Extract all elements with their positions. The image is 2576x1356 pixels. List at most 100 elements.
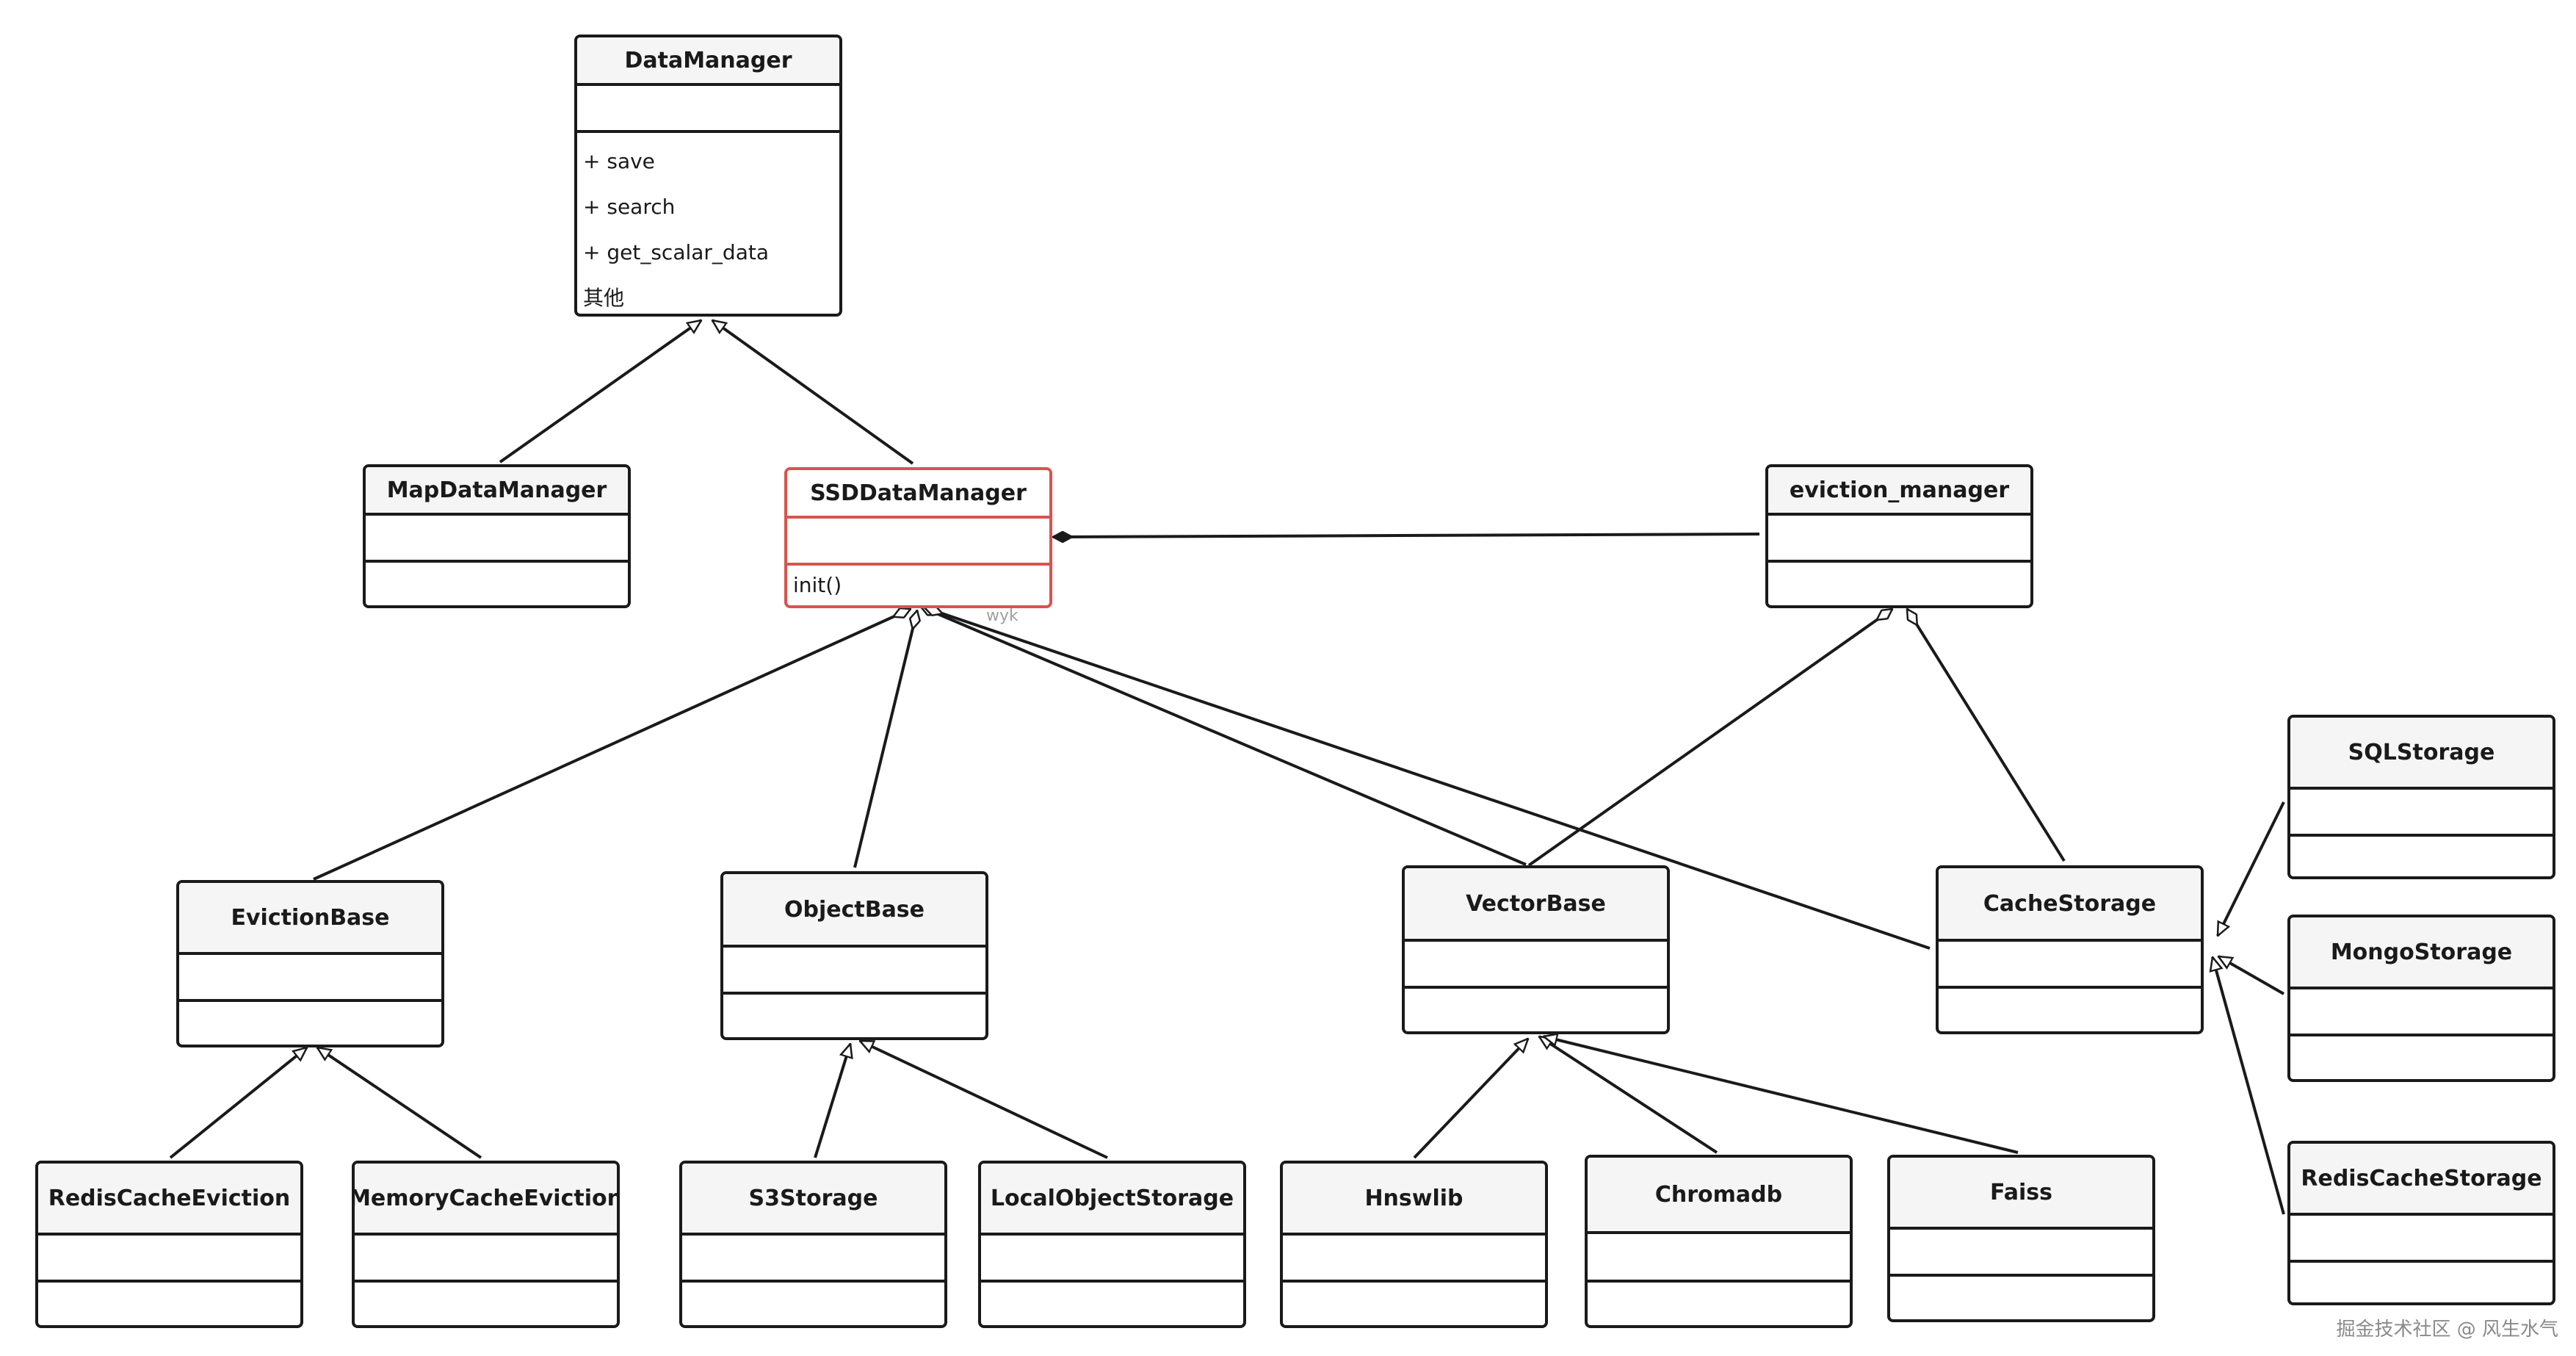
class-evictionmanager[interactable]: eviction_manager [1765,464,2033,608]
operation-get-scalar-data: + get_scalar_data [583,240,769,264]
class-name: MemoryCacheEviction [355,1164,617,1236]
attributes-section [1405,942,1667,989]
class-name: Faiss [1890,1158,2152,1230]
edge-cachestorage-ssddatamanager [925,607,1931,950]
operations-section [1588,1283,1850,1325]
edge-vectorbase-evictionmanager [1527,607,1892,867]
class-memorycacheeviction[interactable]: MemoryCacheEviction [352,1161,620,1328]
edge-evictionbase-ssddatamanager [313,609,911,881]
class-mapdatamanager[interactable]: MapDataManager [363,464,631,608]
operations-section [366,563,628,605]
attributes-section [682,1236,944,1283]
edge-mongostorage-cachestorage [2218,955,2284,995]
attributes-section [355,1236,617,1283]
operations-section [355,1283,617,1325]
edge-localobjectstorage-objectbase [860,1039,1108,1159]
operation-other: 其他 [583,286,625,310]
edge-mapdatamanager-datamanager [499,320,701,464]
operations-section [723,995,985,1037]
edge-faiss-vectorbase [1544,1036,2019,1154]
operations-section [682,1283,944,1325]
attributes-section [723,948,985,995]
edge-hnswlib-vectorbase [1413,1039,1528,1159]
operations-section [981,1283,1243,1325]
operations-section [1405,989,1667,1031]
class-name: EvictionBase [179,883,441,955]
class-ssddatamanager[interactable]: SSDDataManager init() [784,467,1052,608]
class-name: VectorBase [1405,868,1667,942]
class-name: Chromadb [1588,1158,1850,1234]
class-name: LocalObjectStorage [981,1164,1243,1236]
annotation-text: wyk [986,607,1019,625]
edge-rediscacheeviction-evictionbase [169,1047,307,1159]
operations-section: init() [787,566,1049,605]
attributes-section [38,1236,300,1283]
watermark-text: 掘金技术社区 @ 风生水气 [2336,1319,2558,1341]
operations-section [1768,563,2030,605]
operations-section [1890,1277,2152,1319]
class-mongostorage[interactable]: MongoStorage [2287,915,2555,1082]
class-datamanager[interactable]: DataManager + save + search + get_scalar… [574,35,842,317]
edge-ssddatamanager-datamanager [712,320,914,465]
class-name: ObjectBase [723,874,985,948]
operations-section [2290,1036,2553,1079]
class-name: RedisCacheStorage [2290,1144,2553,1216]
class-name: SSDDataManager [787,470,1049,519]
class-name: MongoStorage [2290,917,2553,989]
class-vectorbase[interactable]: VectorBase [1402,865,1670,1034]
class-s3storage[interactable]: S3Storage [679,1161,947,1328]
class-name: Hnswlib [1283,1164,1545,1236]
class-rediscachestorage[interactable]: RedisCacheStorage [2287,1141,2555,1305]
operations-section [179,1002,441,1045]
class-evictionbase[interactable]: EvictionBase [176,880,444,1047]
class-name: S3Storage [682,1164,944,1236]
class-cachestorage[interactable]: CacheStorage [1936,865,2204,1034]
class-name: RedisCacheEviction [38,1164,300,1236]
edge-chromadb-vectorbase [1539,1036,1718,1154]
edge-memorycacheeviction-evictionbase [317,1047,482,1159]
edge-vectorbase-ssddatamanager [921,607,1527,866]
attributes-section [1939,942,2201,989]
operation-save: + save [583,149,655,173]
attributes-section [366,516,628,563]
class-name: SQLStorage [2290,718,2553,790]
class-rediscacheeviction[interactable]: RedisCacheEviction [35,1161,303,1328]
attributes-section [787,519,1049,566]
edge-objectbase-ssddatamanager [853,610,917,868]
class-name: MapDataManager [366,467,628,516]
edge-cachestorage-evictionmanager [1906,609,2066,862]
operations-section: + save + search + get_scalar_data 其他 [577,133,839,314]
class-hnswlib[interactable]: Hnswlib [1280,1161,1548,1328]
attributes-section [981,1236,1243,1283]
class-sqlstorage[interactable]: SQLStorage [2287,715,2555,879]
edge-rediscachestorage-cachestorage [2213,957,2285,1215]
attributes-section [2290,989,2553,1036]
edge-s3storage-objectbase [814,1044,850,1158]
operation-search: + search [583,195,676,219]
attributes-section [1890,1230,2152,1277]
operation-init: init() [793,573,842,597]
operations-section [1939,989,2201,1031]
class-name: CacheStorage [1939,868,2201,942]
class-objectbase[interactable]: ObjectBase [720,871,988,1040]
operations-section [38,1283,300,1325]
class-localobjectstorage[interactable]: LocalObjectStorage [978,1161,1246,1328]
class-name: DataManager [577,37,839,86]
edge-sqlstorage-cachestorage [2216,801,2285,936]
class-chromadb[interactable]: Chromadb [1585,1155,1853,1328]
attributes-section [179,955,441,1002]
attributes-section [2290,1216,2553,1263]
attributes-section [577,86,839,133]
operations-section [2290,837,2553,876]
attributes-section [2290,790,2553,837]
operations-section [1283,1283,1545,1325]
edge-evictionmanager-ssddatamanager [1053,534,1760,537]
class-faiss[interactable]: Faiss [1887,1155,2155,1322]
operations-section [2290,1263,2553,1302]
attributes-section [1283,1236,1545,1283]
class-name: eviction_manager [1768,467,2030,516]
attributes-section [1588,1234,1850,1283]
attributes-section [1768,516,2030,563]
